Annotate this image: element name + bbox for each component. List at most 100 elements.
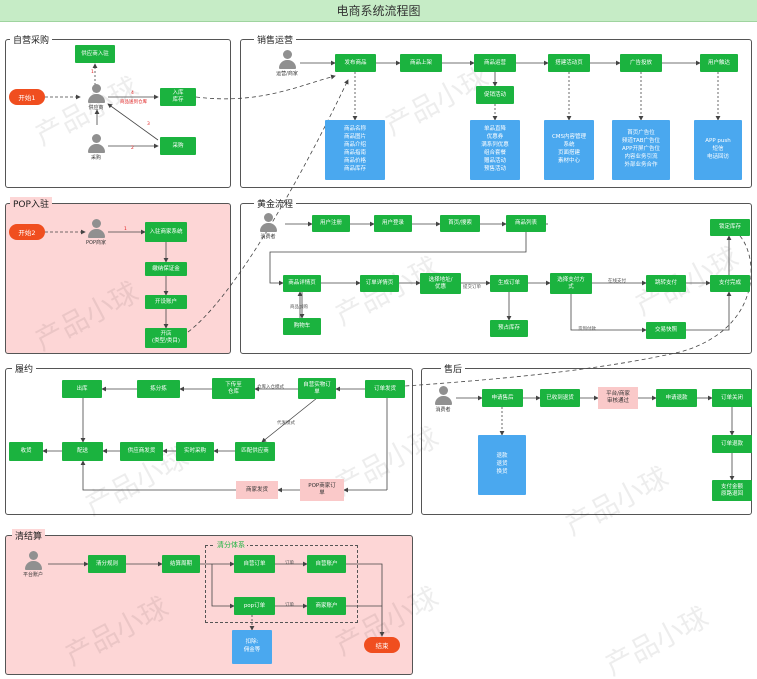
open-account-box: 开设账户 (145, 295, 187, 309)
promotion-types-list: 单品直降 优惠券 满系列优惠 组合套餐 赠品活动 预售活动 (470, 120, 520, 180)
fulfill-label: 履约 (12, 362, 37, 375)
product-ops-box: 商品运营 (474, 54, 516, 72)
receive-box: 收货 (9, 442, 43, 461)
promotion-box: 促销活动 (476, 86, 514, 104)
user-reach-box: 用户触达 (700, 54, 738, 72)
end-node: 结束 (364, 637, 400, 653)
order-tag-1: 订单 (285, 561, 294, 566)
supplier-entry-box: 供应商入驻 (75, 45, 115, 63)
build-activity-page-box: 搭建活动页 (548, 54, 590, 72)
product-listing-box: 商品上架 (400, 54, 442, 72)
refund-types-list: 退款 退货 换货 (478, 435, 526, 495)
lock-stock-box: 锁定库存 (710, 219, 750, 236)
product-info-list: 商品名称 商品图片 商品介绍 商品指南 商品价格 商品库存 (325, 120, 385, 180)
person-icon (263, 213, 273, 222)
operator-actor: 运营/商家 (271, 50, 303, 77)
pop-order-settle-box: pop订单 (234, 597, 275, 615)
reserve-stock-box: 预占库存 (490, 320, 528, 337)
after-sales-section (421, 368, 752, 515)
settlement-cycle-box: 结算周期 (162, 555, 200, 573)
deposit-box: 缴纳保证金 (145, 262, 187, 276)
cod-label: 货到付款 (578, 327, 596, 332)
pop-order-box: POP商家订 单 (300, 479, 344, 501)
return-received-box: 已收到退货 (540, 389, 580, 407)
pop-step-label: 1 (124, 227, 127, 232)
order-refund-box: 订单退款 (712, 435, 752, 453)
cms-list: CMS内容管理 系统 页面搭建 素材中心 (544, 120, 594, 180)
consumer-actor: 消费者 (253, 213, 283, 240)
supplier-ship-box: 供应商发货 (120, 442, 163, 461)
order-detail-box: 订单详情页 (360, 275, 399, 292)
product-detail-box: 商品详情页 (283, 275, 321, 292)
payment-complete-box: 支付完成 (710, 275, 750, 292)
order-close-box: 订单关闭 (712, 389, 752, 407)
ad-placement-box: 广告投放 (620, 54, 662, 72)
buyer-actor: 采购 (81, 134, 111, 161)
match-supplier-box: 匹配供应商 (235, 442, 275, 461)
merchant-onboard-box: 入驻商家系统 (145, 222, 187, 242)
cart-box: 购物车 (283, 318, 321, 335)
sales-ops-label: 销售运营 (254, 33, 297, 46)
select-payment-box: 选择支付方 式 (550, 273, 592, 294)
merchant-account-box: 商家账户 (307, 597, 346, 615)
clearing-system-label: 清分体系 (215, 540, 247, 550)
person-icon (91, 219, 101, 228)
submit-order-label: 提交订单 (463, 285, 481, 290)
golden-label: 黄金流程 (254, 197, 297, 210)
trade-snapshot-box: 交易快照 (646, 322, 686, 339)
picking-box: 拣分拣 (137, 380, 180, 398)
user-register-box: 用户注册 (312, 215, 350, 232)
reach-channel-list: APP push 短信 电话回访 (694, 120, 742, 180)
open-store-box: 开店 (类型/类目) (145, 328, 187, 348)
self-purchase-label: 自营采购 (10, 33, 53, 46)
realtime-purchase-box: 实时采购 (176, 442, 214, 461)
add-to-cart-label: 商品加购 (290, 305, 308, 310)
purchase-box: 采购 (160, 137, 196, 155)
person-icon (91, 134, 101, 143)
push-warehouse-box: 下传至 仓库 (212, 378, 255, 399)
self-order-box: 自营实物订 单 (298, 378, 336, 399)
self-purchase-section (5, 39, 231, 188)
fulfill-section (5, 368, 413, 515)
order-tag-2: 订单 (285, 603, 294, 608)
after-sales-consumer-actor: 消费者 (428, 386, 458, 413)
step-3-label: 3 (147, 122, 150, 127)
person-icon (91, 84, 101, 93)
delivery-box: 配送 (62, 442, 103, 461)
pop-label: POP入驻 (10, 197, 52, 210)
payment-restore-box: 支付金额 原路退回 (712, 480, 752, 501)
supplier-actor: 供应商 (81, 84, 111, 111)
person-icon (438, 386, 448, 395)
publish-product-box: 发布商品 (335, 54, 376, 72)
order-dispatch-box: 订单发货 (365, 380, 405, 398)
redirect-payment-box: 跳转支付 (646, 275, 686, 292)
online-pay-label: 在线支付 (608, 279, 626, 284)
warehouse-mode-label: 仓库入仓模式 (257, 385, 284, 390)
step-4-text: 商品送到仓库 (120, 100, 147, 105)
ad-slot-list: 首页广告位 频道TAB广告位 APP开屏广告位 内容业务引流 外部业务合作 (612, 120, 670, 180)
self-account-box: 自营账户 (307, 555, 346, 573)
stock-in-box: 入库 库存 (160, 88, 196, 106)
step-4-label: 4 (131, 91, 134, 96)
user-login-box: 用户登录 (374, 215, 412, 232)
step-1-label: 1 (91, 70, 94, 75)
product-list-box: 商品列表 (506, 215, 546, 232)
clearing-rule-box: 清分规则 (88, 555, 126, 573)
dropship-label: 代发模式 (277, 421, 295, 426)
deduction-box: 扣除: 佣金等 (232, 630, 272, 664)
self-order-settle-box: 自营订单 (234, 555, 275, 573)
merchant-ship-box: 商家发货 (236, 481, 278, 499)
platform-account-actor: 平台账户 (18, 551, 48, 578)
clearing-system-group (205, 545, 358, 623)
pop-merchant-actor: POP商家 (81, 219, 111, 246)
after-sales-label: 售后 (441, 362, 466, 375)
watermark: 产品小球 (599, 600, 714, 679)
create-order-box: 生成订单 (490, 275, 528, 292)
outbound-box: 出库 (62, 380, 102, 398)
apply-refund-box: 申请退款 (656, 389, 697, 407)
home-search-box: 首页/搜索 (440, 215, 480, 232)
apply-after-sales-box: 申请售后 (482, 389, 523, 407)
settlement-label: 清结算 (12, 529, 46, 542)
start-2-node: 开始2 (9, 224, 45, 240)
start-1-node: 开始1 (9, 89, 45, 105)
